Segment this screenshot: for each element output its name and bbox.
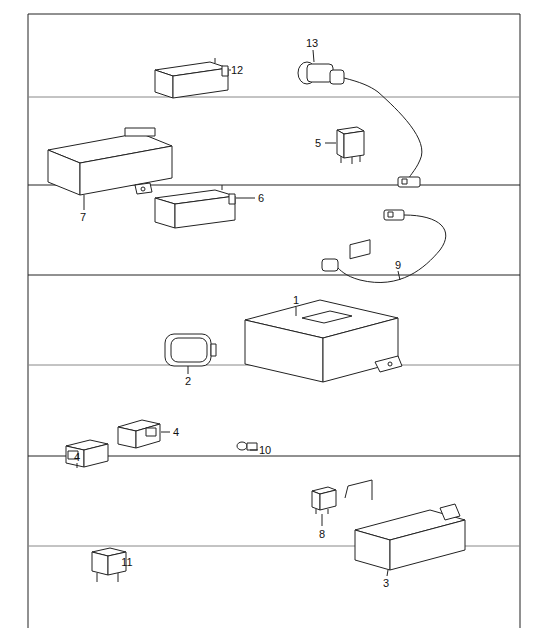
control-unit-6 xyxy=(155,185,235,228)
callout-number: 3 xyxy=(382,577,390,589)
bracket-unit-3 xyxy=(345,480,465,570)
control-unit-1 xyxy=(245,240,402,382)
callout-number: 8 xyxy=(318,528,326,540)
relay-4 xyxy=(66,420,160,467)
callout-number: 12 xyxy=(230,64,244,76)
callout-number: 7 xyxy=(79,211,87,223)
callout-number: 4 xyxy=(73,451,81,463)
callout-number: 5 xyxy=(314,137,322,149)
callout-number: 9 xyxy=(394,259,402,271)
relay-11 xyxy=(92,548,126,582)
callout-number: 6 xyxy=(257,192,265,204)
bulb-10 xyxy=(237,442,257,450)
cable-9 xyxy=(322,210,446,283)
switch-2 xyxy=(165,334,216,366)
callout-number: 13 xyxy=(305,37,319,49)
relay-8 xyxy=(312,487,336,514)
frame-lines xyxy=(28,14,520,628)
sensor-13 xyxy=(298,62,422,187)
callout-number: 11 xyxy=(120,556,133,568)
callout-number: 10 xyxy=(258,444,272,456)
callout-number: 1 xyxy=(292,294,300,306)
callout-number: 2 xyxy=(184,375,192,387)
relay-5 xyxy=(337,127,364,164)
control-unit-7 xyxy=(48,128,172,195)
control-unit-12 xyxy=(155,58,228,98)
callout-number: 4 xyxy=(172,426,180,438)
